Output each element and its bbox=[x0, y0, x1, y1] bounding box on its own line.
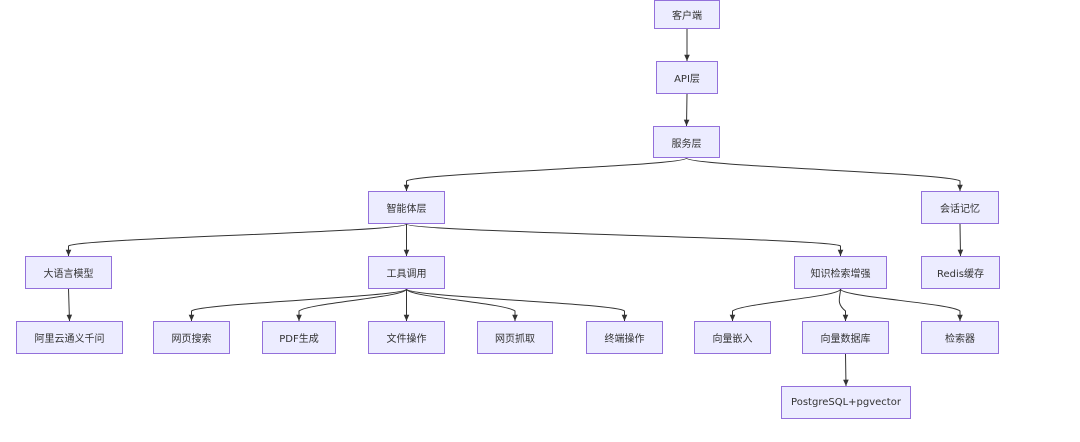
node-vector-database: 向量数据库 bbox=[802, 321, 889, 354]
edge-rag-to-embed bbox=[729, 288, 841, 321]
node-vector-embedding: 向量嵌入 bbox=[694, 321, 771, 354]
node-tool-calling: 工具调用 bbox=[368, 256, 445, 289]
node-web-scraping: 网页抓取 bbox=[477, 321, 553, 354]
node-file-operations: 文件操作 bbox=[368, 321, 445, 354]
edge-llm-to-qwen bbox=[66, 288, 73, 322]
node-postgresql-pgvector: PostgreSQL+pgvector bbox=[781, 386, 911, 419]
edge-agent-to-llm bbox=[65, 223, 407, 256]
node-terminal-operations: 终端操作 bbox=[586, 321, 663, 354]
edge-tools-to-websearch bbox=[188, 288, 407, 321]
node-web-search: 网页搜索 bbox=[153, 321, 230, 354]
edge-api-to-service bbox=[683, 93, 690, 127]
edge-service-to-agent bbox=[403, 157, 687, 191]
node-rag: 知识检索增强 bbox=[794, 256, 887, 289]
edge-vectordb-to-pg bbox=[843, 353, 849, 387]
edge-tools-to-terminal bbox=[406, 288, 628, 321]
node-agent-layer: 智能体层 bbox=[368, 191, 445, 224]
edge-memory-to-redis bbox=[957, 223, 964, 257]
edge-service-to-memory bbox=[686, 157, 963, 191]
node-service-layer: 服务层 bbox=[653, 126, 720, 158]
edge-tools-to-pdf bbox=[296, 288, 407, 321]
edge-rag-to-vectordb bbox=[838, 288, 849, 321]
edge-agent-to-rag bbox=[406, 223, 844, 256]
node-session-memory: 会话记忆 bbox=[921, 191, 999, 224]
node-retriever: 检索器 bbox=[921, 321, 999, 354]
node-api-layer: API层 bbox=[656, 61, 718, 94]
node-redis-cache: Redis缓存 bbox=[921, 256, 1000, 289]
node-qwen: 阿里云通义千问 bbox=[16, 321, 123, 354]
node-client: 客户端 bbox=[654, 0, 720, 29]
node-llm: 大语言模型 bbox=[25, 256, 112, 289]
edge-tools-to-webscrape bbox=[406, 288, 518, 321]
node-pdf-generation: PDF生成 bbox=[262, 321, 336, 354]
edge-rag-to-retriever bbox=[840, 288, 963, 321]
